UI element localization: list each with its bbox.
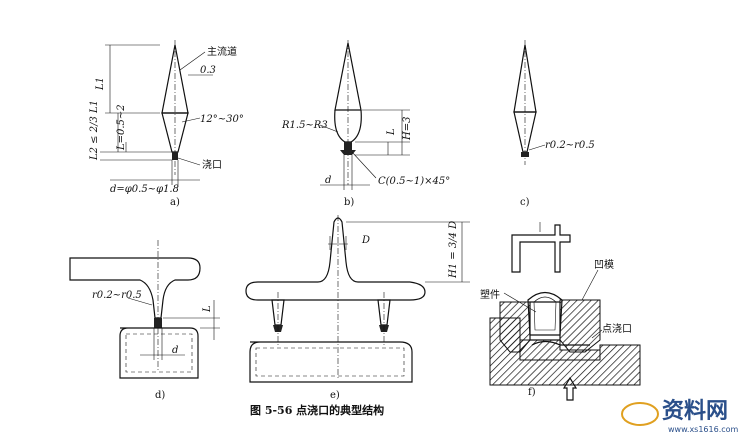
label-L2: L2 ≤ 2/3 L1 <box>89 100 100 161</box>
panel-d: r0.2~r0.5 L d d) <box>69 240 220 401</box>
label-radius-d: r0.2~r0.5 <box>92 290 142 301</box>
label-L-d: L <box>202 305 213 313</box>
sublabel-e: e) <box>330 390 340 401</box>
label-part: 塑件 <box>480 289 500 301</box>
label-radius-b: R1.5~R3 <box>281 120 328 131</box>
label-D: D <box>361 235 370 246</box>
sublabel-f: f) <box>528 387 536 398</box>
panel-e: D H1 = 3/4 D e) <box>245 215 470 401</box>
label-d-b: d <box>325 175 331 186</box>
sublabel-d: d) <box>155 390 165 401</box>
label-chamfer: C(0.5~1)×45° <box>378 176 450 187</box>
label-d-a: d=φ0.5~φ1.8 <box>110 184 179 195</box>
label-cavity: 凹模 <box>594 259 614 271</box>
label-L-a: L=0.5~2 <box>116 104 127 151</box>
label-L-b: L <box>386 128 397 136</box>
label-radius-c: r0.2~r0.5 <box>545 140 595 151</box>
panel-c: r0.2~r0.5 c) <box>513 40 595 208</box>
panel-a: 主流道 0.3 12°~30° 浇口 d=φ0.5~φ1.8 L1 L2 ≤ 2… <box>89 40 244 208</box>
panel-f: 塑件 凹模 点浇口 f) <box>480 222 641 401</box>
label-H1: H1 = 3/4 D <box>448 221 459 279</box>
label-main-runner: 主流道 <box>207 45 237 58</box>
label-pin-gate: 点浇口 <box>602 322 632 335</box>
watermark-logo-icon <box>621 402 659 426</box>
sublabel-a: a) <box>170 197 180 208</box>
watermark-url: www.xs1616.com <box>668 425 739 434</box>
label-H: H=3 <box>402 117 413 141</box>
label-L1: L1 <box>95 77 106 91</box>
watermark-text: 资料网 <box>662 399 728 424</box>
label-angle: 12°~30° <box>200 114 244 125</box>
watermark: 资料网 www.xs1616.com <box>621 399 739 434</box>
panel-b: R1.5~R3 L H=3 d C(0.5~1)×45° b) <box>281 40 450 208</box>
label-d-d: d <box>172 345 178 356</box>
label-gate: 浇口 <box>202 158 222 171</box>
sublabel-c: c) <box>520 197 530 208</box>
figure-caption: 图 5-56 点浇口的典型结构 <box>250 403 384 417</box>
sublabel-b: b) <box>344 197 354 208</box>
label-dim-0-3: 0.3 <box>200 65 216 76</box>
